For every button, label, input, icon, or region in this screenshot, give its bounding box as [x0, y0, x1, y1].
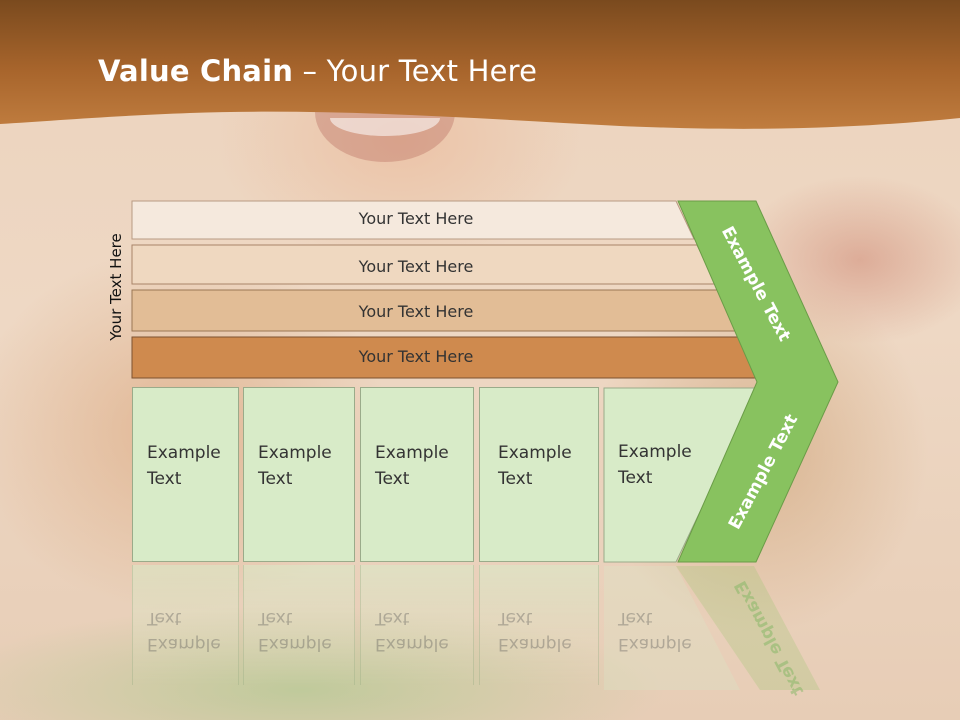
slide-title: Value Chain – Your Text Here — [98, 54, 537, 88]
chevron-reflection — [676, 566, 820, 690]
bar-4-label: Your Text Here — [358, 347, 474, 366]
box-5-reflection — [604, 566, 740, 690]
bar-1-label: Your Text Here — [358, 209, 474, 228]
vertical-side-label: Your Text Here — [107, 233, 125, 341]
bar-3-label: Your Text Here — [358, 302, 474, 321]
bar-2-label: Your Text Here — [358, 257, 474, 276]
chevron-arrow — [677, 200, 839, 563]
bar-1 — [131, 200, 695, 240]
box-5-shape — [603, 387, 760, 563]
title-bold: Value Chain — [98, 54, 294, 88]
header-banner — [0, 0, 960, 129]
background-teeth — [330, 118, 440, 136]
title-rest: – Your Text Here — [293, 54, 538, 88]
